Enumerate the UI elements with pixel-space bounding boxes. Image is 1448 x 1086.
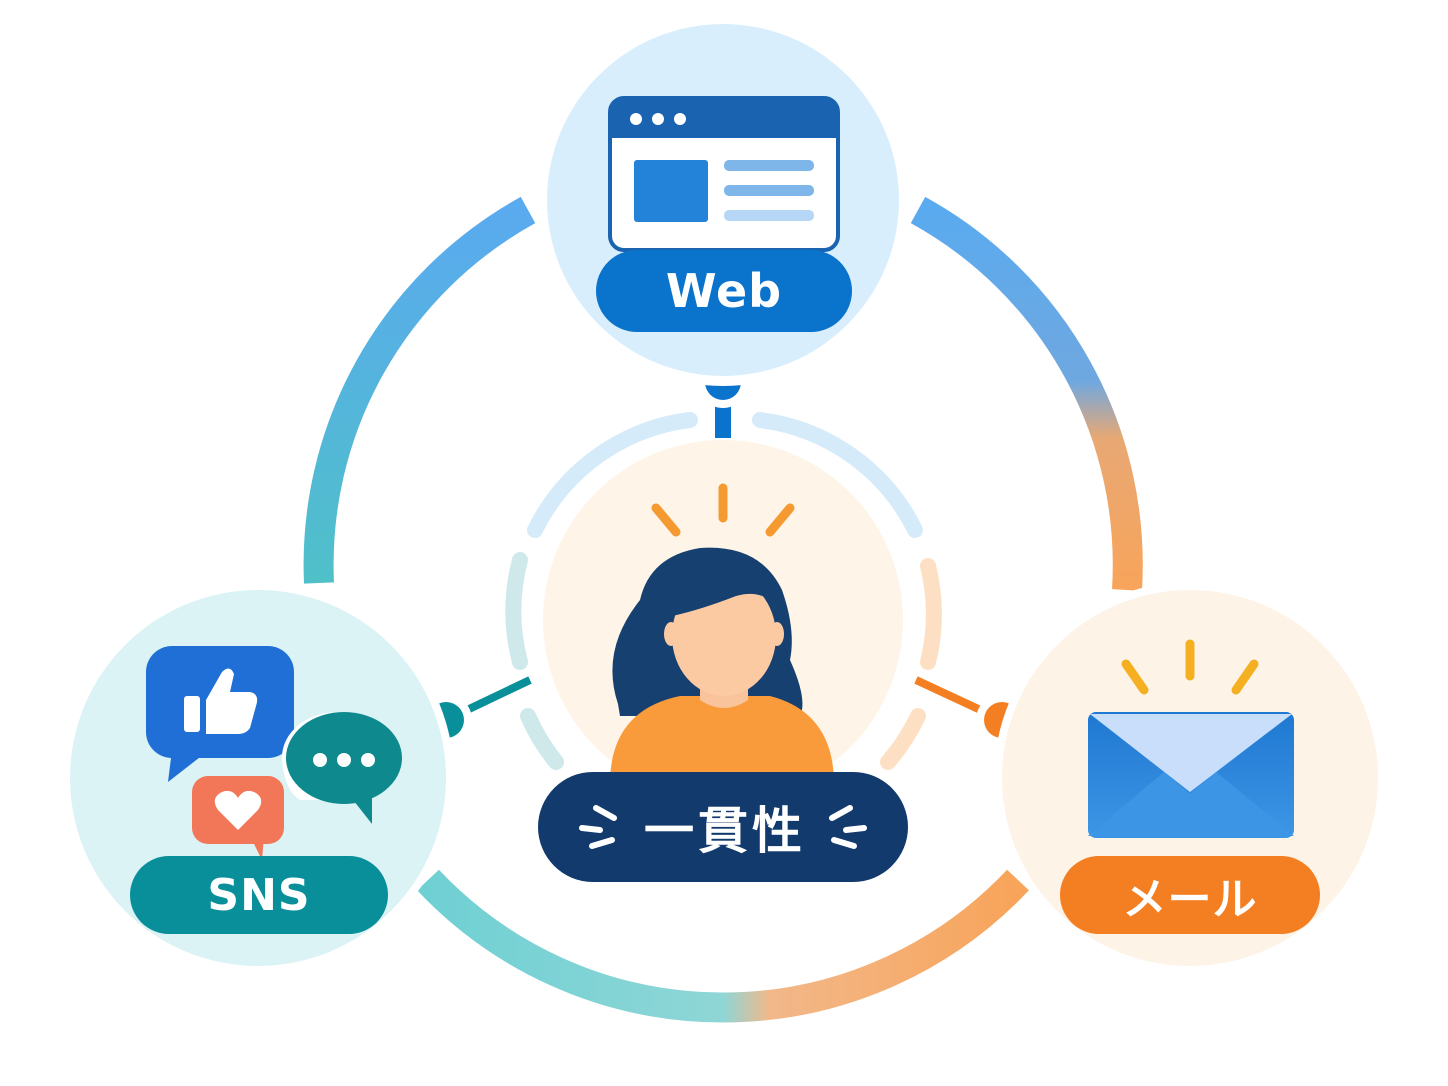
web-node <box>537 14 909 386</box>
center-sparkles <box>651 483 795 537</box>
chevron-left-icon <box>579 805 617 849</box>
web-label: Web <box>665 264 783 318</box>
chevron-right-icon <box>829 805 867 849</box>
ring-arc-bottom <box>417 869 1029 1023</box>
envelope-icon <box>1088 712 1294 838</box>
sns-node <box>62 582 454 974</box>
mail-pill <box>1060 856 1320 934</box>
inner-ring <box>505 412 942 770</box>
inner-arc-right-low <box>880 708 926 770</box>
center-pill <box>538 772 908 882</box>
speech-bubbles-icon <box>146 646 402 860</box>
mail-label: メール <box>1122 874 1258 925</box>
sparkle-lines <box>1121 639 1259 695</box>
outer-ring <box>303 196 1143 1023</box>
inner-arc-left <box>505 552 528 670</box>
person-icon <box>610 547 834 780</box>
inner-arc-right <box>920 558 942 670</box>
inner-arc-left-low <box>520 708 564 770</box>
heart-icon <box>214 790 262 830</box>
sns-pill <box>130 856 388 934</box>
thumbs-up-icon <box>184 668 258 734</box>
sns-label: SNS <box>207 869 311 921</box>
ring-arc-right <box>910 196 1143 591</box>
inner-arc-top-left <box>527 412 698 538</box>
web-pill <box>596 250 852 332</box>
inner-arc-top-right <box>752 412 923 538</box>
mail-node <box>994 582 1386 974</box>
browser-window-icon <box>608 96 840 252</box>
center-label: 一貫性 <box>644 802 806 860</box>
ring-arc-left <box>303 196 536 584</box>
